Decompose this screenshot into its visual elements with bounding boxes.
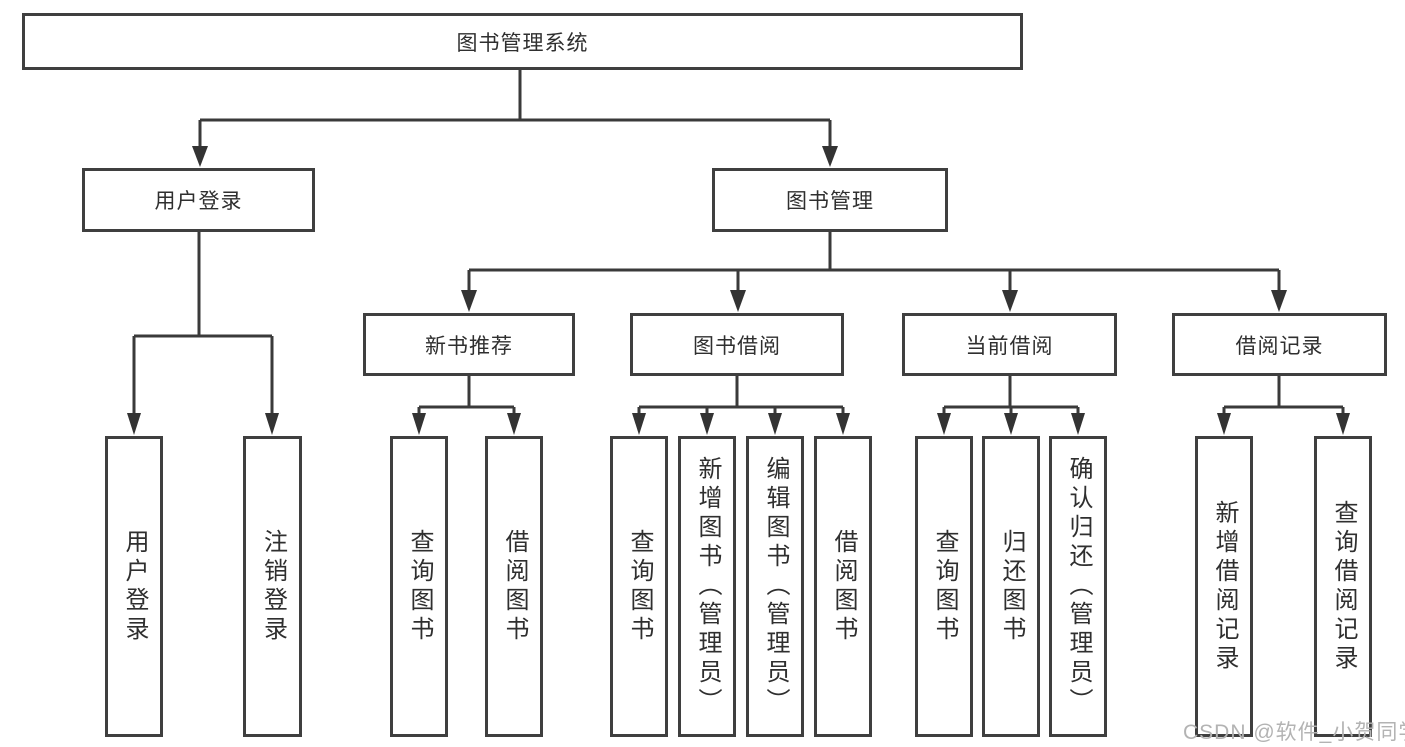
node-book-borrow: 图书借阅 [630,313,844,376]
node-label: 新增借阅记录 [1211,499,1238,674]
node-new-book-recommend: 新书推荐 [363,313,575,376]
node-library-management-system: 图书管理系统 [22,13,1023,70]
node-borrow-records: 借阅记录 [1172,313,1387,376]
leaf-borrow-books: 借阅图书 [814,436,872,737]
node-label: 查询图书 [626,528,653,645]
leaf-return-books: 归还图书 [982,436,1040,737]
leaf-query-borrow-record: 查询借阅记录 [1314,436,1372,737]
leaf-query-books-current: 查询图书 [915,436,973,737]
node-label: 用户登录 [121,528,148,645]
node-label: 归还图书 [998,528,1025,645]
node-label: 查询图书 [406,528,433,645]
node-label: 注销登录 [259,528,287,645]
node-label: 图书管理 [786,190,874,213]
arrowhead-icons [127,146,1350,435]
node-label: 新书推荐 [425,334,513,358]
leaf-logout-login: 注销登录 [243,436,302,737]
node-label: 查询图书 [931,528,958,645]
node-book-management: 图书管理 [712,168,948,232]
node-label: 查询借阅记录 [1330,499,1357,674]
csdn-watermark: CSDN @软件_小贺同学 [1183,721,1405,744]
node-label: 借阅图书 [501,528,528,645]
leaf-borrow-books-recommend: 借阅图书 [485,436,543,737]
leaf-query-books-borrow: 查询图书 [610,436,668,737]
node-user-login: 用户登录 [82,168,315,232]
leaf-add-books-admin: 新增图书（管理员） [678,436,736,737]
node-label: 图书借阅 [693,334,781,358]
node-label: 借阅记录 [1235,334,1324,358]
node-current-borrow: 当前借阅 [902,313,1117,376]
node-label: 借阅图书 [830,528,857,645]
node-label: 图书管理系统 [456,31,589,55]
node-label: 当前借阅 [965,334,1054,358]
node-label: 新增图书（管理员） [694,456,721,717]
leaf-add-borrow-record: 新增借阅记录 [1195,436,1253,737]
leaf-query-books-recommend: 查询图书 [390,436,448,737]
node-label: 确认归还（管理员） [1065,456,1092,717]
leaf-user-login: 用户登录 [105,436,163,737]
leaf-edit-books-admin: 编辑图书（管理员） [746,436,804,737]
node-label: 用户登录 [154,190,243,213]
node-label: 编辑图书（管理员） [762,456,789,717]
leaf-confirm-return-admin: 确认归还（管理员） [1049,436,1107,737]
